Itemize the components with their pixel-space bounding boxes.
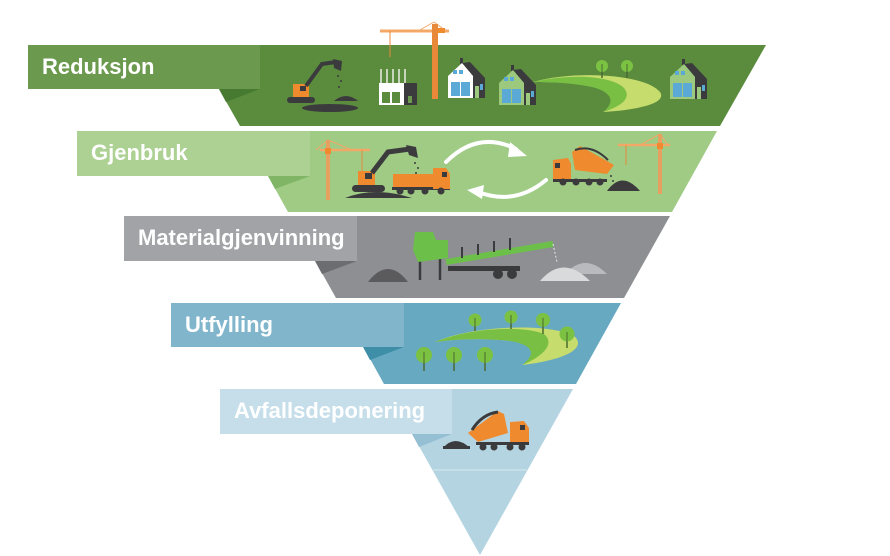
tree-icon (536, 313, 550, 334)
excavator-icon (287, 59, 358, 112)
gravel-mound-icon (540, 263, 607, 281)
tipping-truck-icon (553, 146, 614, 186)
level-label-reduksjon: Reduksjon (42, 54, 155, 79)
recycle-arrows-icon (444, 139, 548, 199)
tree-icon (477, 347, 493, 371)
tree-icon (416, 347, 432, 371)
house-icon (670, 59, 707, 99)
house-icon (499, 65, 536, 105)
dump-truck-icon (392, 168, 450, 195)
dark-mound-icon (368, 269, 408, 282)
fold-shadow (315, 261, 357, 274)
crane-icon (618, 133, 670, 194)
band-utfylling (339, 303, 621, 384)
green-hill-icon (533, 75, 662, 112)
label-bg-avfallsdeponering (220, 389, 452, 434)
green-hill-icon (435, 327, 579, 365)
building-under-construction-icon (379, 69, 417, 105)
soil-mound-icon (443, 441, 470, 449)
label-bg-gjenbruk (77, 131, 310, 176)
label-bg-reduksjon (28, 45, 260, 89)
tree-icon (596, 60, 608, 78)
crusher-machine-icon (413, 232, 558, 280)
label-bg-materialgjenvinning (124, 216, 357, 261)
level-label-materialgjenvinning: Materialgjenvinning (138, 225, 345, 250)
tree-icon (559, 326, 575, 348)
excavator-icon (345, 145, 419, 198)
label-bg-utfylling (171, 303, 404, 347)
level-label-gjenbruk: Gjenbruk (91, 140, 188, 165)
tree-icon (621, 60, 633, 78)
tree-icon (504, 310, 518, 329)
soil-mound-icon (607, 175, 640, 191)
level-label-utfylling: Utfylling (185, 312, 273, 337)
house-icon (448, 58, 485, 98)
crane-icon (380, 21, 449, 99)
tipping-truck-icon (468, 410, 529, 451)
level-label-avfallsdeponering: Avfallsdeponering (234, 398, 426, 423)
fold-shadow (412, 434, 452, 447)
crane-icon (315, 139, 370, 200)
tree-icon (468, 313, 482, 331)
fold-shadow (363, 347, 404, 360)
fold-shadow (219, 89, 260, 102)
tree-icon (446, 347, 462, 371)
fold-shadow (268, 176, 310, 189)
